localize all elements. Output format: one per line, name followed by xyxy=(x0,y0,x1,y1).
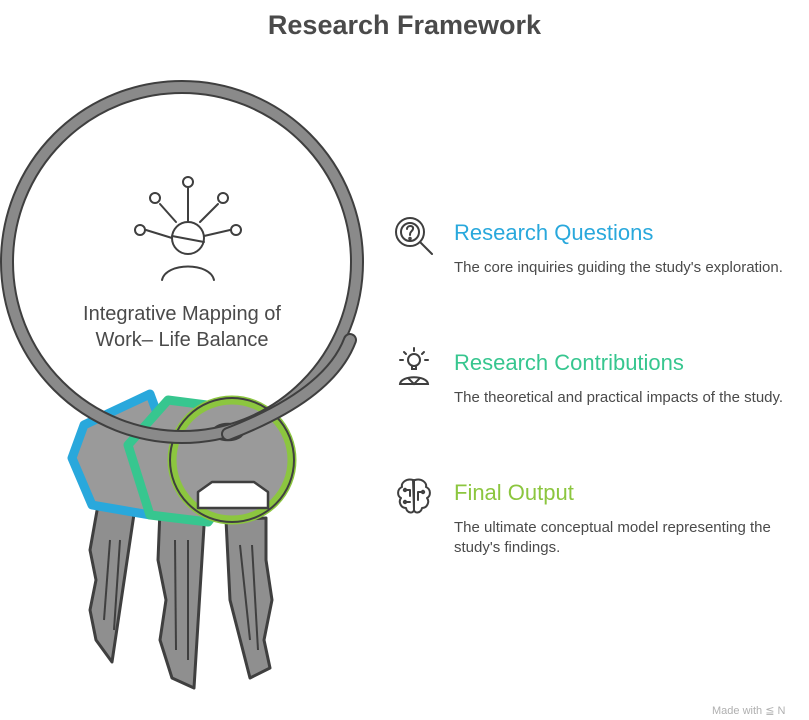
item-description: The ultimate conceptual model representi… xyxy=(454,519,771,556)
page-title: Research Framework xyxy=(267,10,542,40)
question-search-icon xyxy=(395,217,433,255)
brain-circuit-icon xyxy=(397,478,431,514)
lightbulb-person-icon xyxy=(398,347,430,386)
item-heading: Research Contributions xyxy=(454,350,684,375)
item-description: The core inquiries guiding the study's e… xyxy=(454,259,783,276)
center-label: Integrative Mapping of Work– Life Balanc… xyxy=(83,303,281,351)
item-description: The theoretical and practical impacts of… xyxy=(454,389,784,406)
item-heading: Research Questions xyxy=(454,220,654,245)
watermark: Made with ≦ N xyxy=(712,705,786,717)
person-network-icon xyxy=(134,176,242,281)
key-blades xyxy=(88,503,274,690)
item-heading: Final Output xyxy=(454,480,574,505)
